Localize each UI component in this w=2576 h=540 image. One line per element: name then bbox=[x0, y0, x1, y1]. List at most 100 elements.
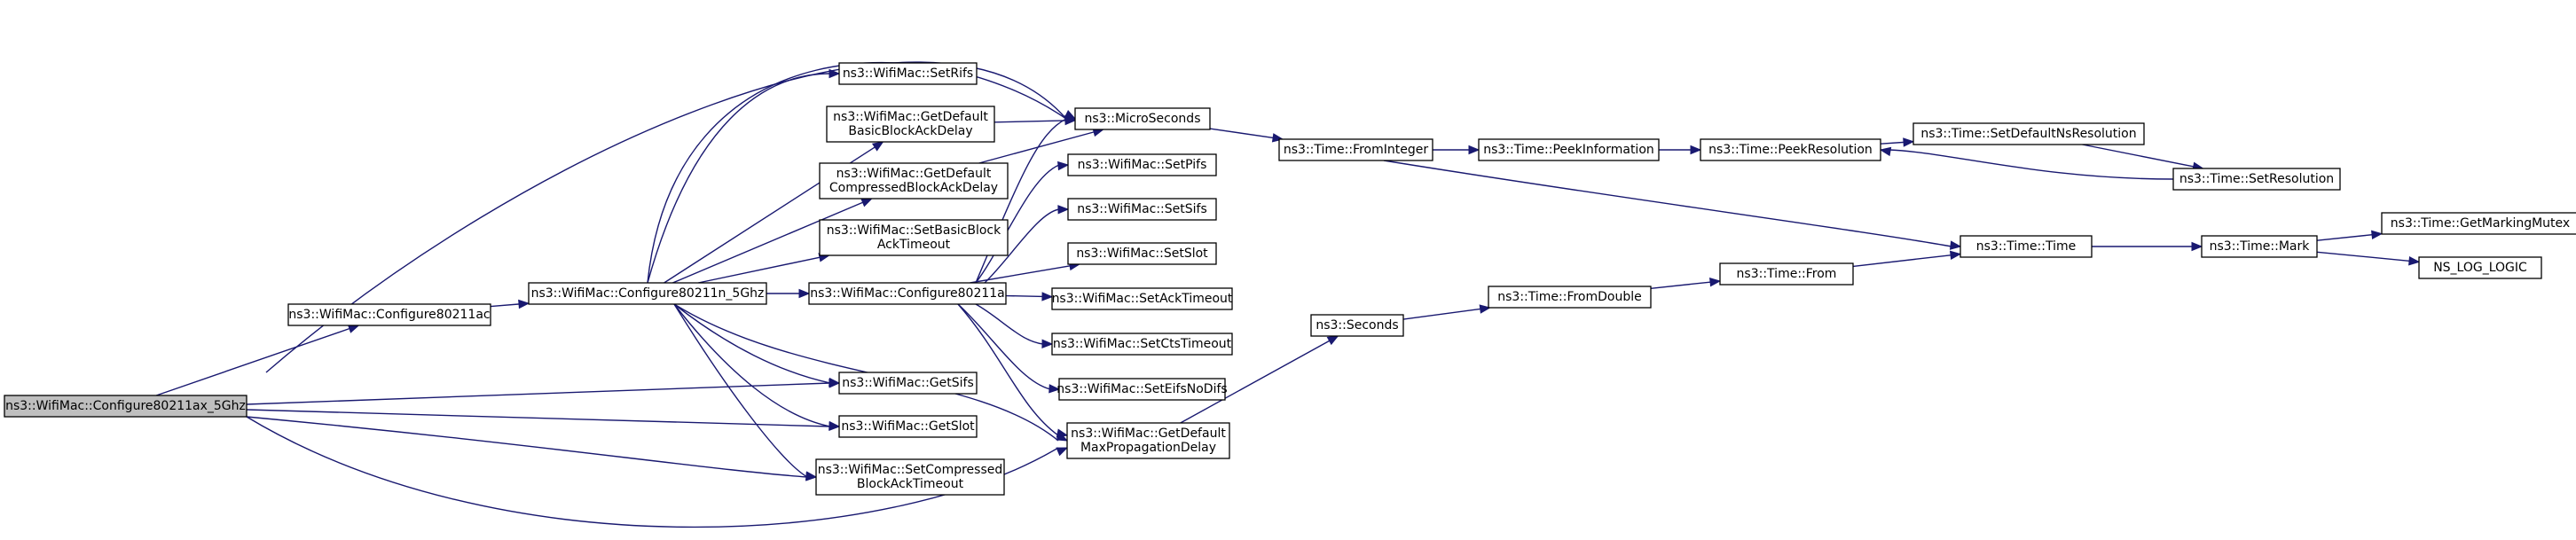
edge-fromInt-to-peekInfo bbox=[1433, 145, 1480, 155]
node-box-setDefNs[interactable] bbox=[1912, 122, 2145, 145]
node-box-setRes[interactable] bbox=[2172, 168, 2341, 191]
node-box-c11a[interactable] bbox=[808, 282, 1007, 305]
node-getDefCompr[interactable]: ns3::WifiMac::GetDefaultCompressedBlockA… bbox=[819, 162, 1009, 200]
node-label-getMaxProp-0: ns3::WifiMac::GetDefault bbox=[1071, 427, 1226, 441]
node-time[interactable]: ns3::Time::Time bbox=[1959, 235, 2093, 258]
node-fromDouble[interactable]: ns3::Time::FromDouble bbox=[1488, 286, 1652, 309]
node-box-setAckTO[interactable] bbox=[1051, 287, 1233, 310]
node-c11a[interactable]: ns3::WifiMac::Configure80211a bbox=[808, 282, 1007, 305]
node-label-getDefBasic-0: ns3::WifiMac::GetDefault bbox=[833, 110, 988, 124]
edge-c11a-to-setPifs bbox=[975, 160, 1070, 284]
node-setEifs[interactable]: ns3::WifiMac::SetEifsNoDifs bbox=[1056, 378, 1228, 401]
node-label-setSlot-0: ns3::WifiMac::SetSlot bbox=[1076, 247, 1208, 261]
node-getSifs[interactable]: ns3::WifiMac::GetSifs bbox=[838, 372, 978, 395]
node-fromInt[interactable]: ns3::Time::FromInteger bbox=[1278, 138, 1433, 161]
node-label-setComprTO-0: ns3::WifiMac::SetCompressed bbox=[818, 463, 1003, 477]
node-label-setRifs-0: ns3::WifiMac::SetRifs bbox=[843, 67, 973, 81]
edge-root-to-setComprTO bbox=[246, 416, 818, 481]
node-peekRes[interactable]: ns3::Time::PeekResolution bbox=[1700, 138, 1881, 161]
node-setPifs[interactable]: ns3::WifiMac::SetPifs bbox=[1067, 153, 1217, 176]
node-box-mark[interactable] bbox=[2201, 235, 2318, 258]
node-box-setCtsTO[interactable] bbox=[1051, 333, 1233, 356]
node-setCtsTO[interactable]: ns3::WifiMac::SetCtsTimeout bbox=[1051, 333, 1233, 356]
node-getMarkMutex[interactable]: ns3::Time::GetMarkingMutex bbox=[2381, 212, 2576, 235]
node-label-fromDouble-0: ns3::Time::FromDouble bbox=[1497, 290, 1642, 304]
node-label-nsLog-0: NS_LOG_LOGIC bbox=[2433, 261, 2527, 275]
node-label-setBasicTO-1: AckTimeout bbox=[877, 238, 951, 252]
node-box-setComprTO[interactable] bbox=[815, 458, 1005, 496]
node-micro[interactable]: ns3::MicroSeconds bbox=[1074, 107, 1211, 130]
node-box-c11n[interactable] bbox=[528, 282, 767, 305]
node-box-from[interactable] bbox=[1719, 262, 1854, 286]
node-label-setPifs-0: ns3::WifiMac::SetPifs bbox=[1078, 158, 1207, 172]
node-box-setEifs[interactable] bbox=[1058, 378, 1226, 401]
node-box-getDefBasic[interactable] bbox=[826, 106, 995, 143]
node-root[interactable]: ns3::WifiMac::Configure80211ax_5Ghz bbox=[4, 395, 247, 418]
node-box-fromDouble[interactable] bbox=[1488, 286, 1652, 309]
node-peekInfo[interactable]: ns3::Time::PeekInformation bbox=[1478, 138, 1660, 161]
node-label-mark-0: ns3::Time::Mark bbox=[2210, 239, 2311, 254]
edge-from-to-time bbox=[1852, 250, 1962, 268]
node-box-getMaxProp[interactable] bbox=[1066, 422, 1230, 459]
node-box-fromInt[interactable] bbox=[1278, 138, 1433, 161]
edge-c11n-to-setBasicTO bbox=[697, 253, 831, 284]
edge-mark-to-nsLog bbox=[2316, 251, 2421, 266]
node-setSlot[interactable]: ns3::WifiMac::SetSlot bbox=[1067, 242, 1217, 265]
node-label-c11a-0: ns3::WifiMac::Configure80211a bbox=[810, 286, 1005, 301]
node-label-setSifs-0: ns3::WifiMac::SetSifs bbox=[1077, 202, 1207, 216]
node-box-setSifs[interactable] bbox=[1067, 198, 1217, 221]
node-box-c11ac[interactable] bbox=[287, 303, 491, 326]
node-label-c11n-0: ns3::WifiMac::Configure80211n_5Ghz bbox=[531, 286, 765, 301]
edge-root-to-getSifs bbox=[246, 379, 841, 405]
node-layer: ns3::WifiMac::Configure80211ax_5Ghzns3::… bbox=[4, 62, 2576, 496]
node-label-getDefBasic-1: BasicBlockAckDelay bbox=[848, 124, 972, 138]
node-mark[interactable]: ns3::Time::Mark bbox=[2201, 235, 2318, 258]
node-box-getSifs[interactable] bbox=[838, 372, 978, 395]
node-setAckTO[interactable]: ns3::WifiMac::SetAckTimeout bbox=[1051, 287, 1233, 310]
node-box-seconds[interactable] bbox=[1310, 314, 1404, 337]
node-nsLog[interactable]: NS_LOG_LOGIC bbox=[2418, 256, 2542, 279]
edge-c11a-to-setSlot bbox=[970, 261, 1081, 284]
node-setRes[interactable]: ns3::Time::SetResolution bbox=[2172, 168, 2341, 191]
edge-c11a-to-setAckTO bbox=[1005, 292, 1054, 301]
node-getMaxProp[interactable]: ns3::WifiMac::GetDefaultMaxPropagationDe… bbox=[1066, 422, 1230, 459]
node-box-peekRes[interactable] bbox=[1700, 138, 1881, 161]
node-getSlot[interactable]: ns3::WifiMac::GetSlot bbox=[838, 415, 978, 438]
node-box-getMarkMutex[interactable] bbox=[2381, 212, 2576, 235]
edge-getMaxProp-to-seconds bbox=[1180, 335, 1339, 424]
node-box-root[interactable] bbox=[4, 395, 247, 418]
node-seconds[interactable]: ns3::Seconds bbox=[1310, 314, 1404, 337]
node-box-nsLog[interactable] bbox=[2418, 256, 2542, 279]
edge-time-to-mark bbox=[2092, 241, 2203, 252]
node-from[interactable]: ns3::Time::From bbox=[1719, 262, 1854, 286]
node-c11n[interactable]: ns3::WifiMac::Configure80211n_5Ghz bbox=[528, 282, 767, 305]
node-label-peekInfo-0: ns3::Time::PeekInformation bbox=[1483, 143, 1654, 157]
node-box-setBasicTO[interactable] bbox=[819, 219, 1009, 256]
node-label-setRes-0: ns3::Time::SetResolution bbox=[2179, 172, 2334, 186]
node-box-setRifs[interactable] bbox=[838, 62, 978, 85]
edge-c11a-to-setCtsTO bbox=[975, 303, 1054, 349]
node-box-getDefCompr[interactable] bbox=[819, 162, 1009, 200]
node-box-time[interactable] bbox=[1959, 235, 2093, 258]
node-label-getMaxProp-1: MaxPropagationDelay bbox=[1080, 441, 1216, 455]
node-setSifs[interactable]: ns3::WifiMac::SetSifs bbox=[1067, 198, 1217, 221]
node-label-setCtsTO-0: ns3::WifiMac::SetCtsTimeout bbox=[1053, 337, 1232, 351]
node-label-setComprTO-1: BlockAckTimeout bbox=[857, 477, 964, 491]
node-label-getSlot-0: ns3::WifiMac::GetSlot bbox=[841, 419, 975, 434]
node-setComprTO[interactable]: ns3::WifiMac::SetCompressedBlockAckTimeo… bbox=[815, 458, 1005, 496]
node-box-getSlot[interactable] bbox=[838, 415, 978, 438]
node-c11ac[interactable]: ns3::WifiMac::Configure80211ac bbox=[287, 303, 491, 326]
node-box-setPifs[interactable] bbox=[1067, 153, 1217, 176]
node-label-getDefCompr-0: ns3::WifiMac::GetDefault bbox=[836, 167, 992, 181]
node-box-peekInfo[interactable] bbox=[1478, 138, 1660, 161]
edge-c11n-to-getSlot bbox=[673, 303, 841, 431]
node-getDefBasic[interactable]: ns3::WifiMac::GetDefaultBasicBlockAckDel… bbox=[826, 106, 995, 143]
node-setRifs[interactable]: ns3::WifiMac::SetRifs bbox=[838, 62, 978, 85]
node-box-setSlot[interactable] bbox=[1067, 242, 1217, 265]
node-setDefNs[interactable]: ns3::Time::SetDefaultNsResolution bbox=[1912, 122, 2145, 145]
node-label-getDefCompr-1: CompressedBlockAckDelay bbox=[829, 181, 998, 195]
node-box-micro[interactable] bbox=[1074, 107, 1211, 130]
